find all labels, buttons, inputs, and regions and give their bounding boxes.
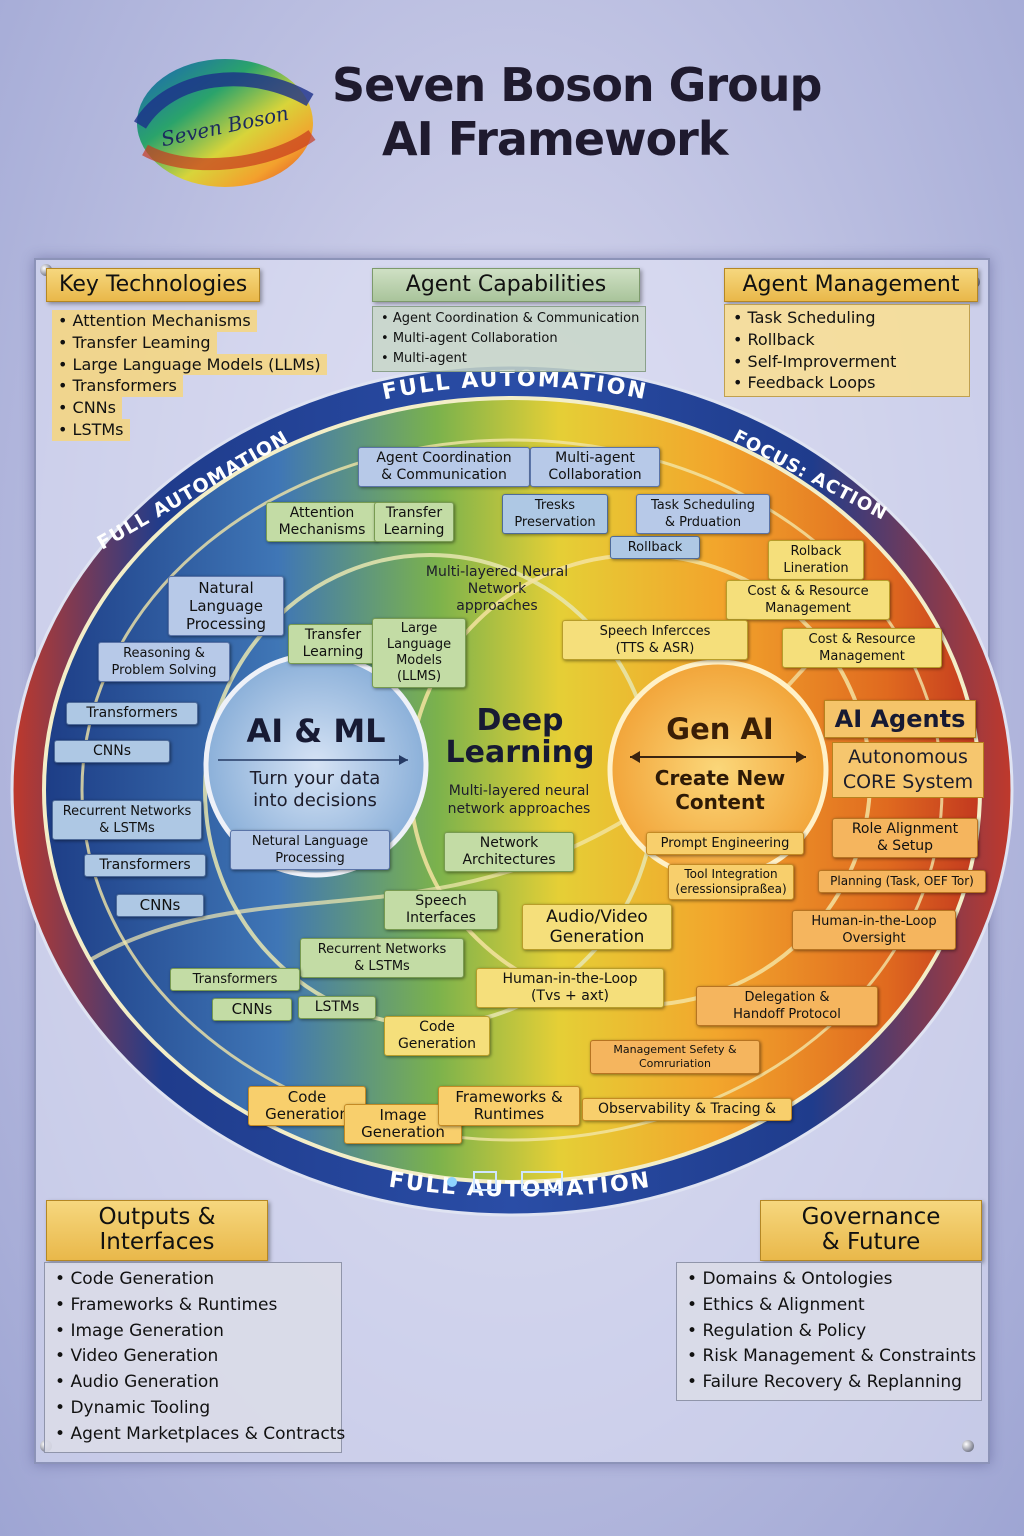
governance-title-line1: Governance [801,1204,941,1230]
box-cost-resource-2: Cost & Resource Management [782,628,942,668]
aiml-title: AI & ML [246,712,386,750]
outputs-interfaces-list: Code Generation Frameworks & Runtimes Im… [44,1262,345,1453]
box-code-generation-2: Code Generation [248,1086,366,1126]
list-item: Agent Coordination & Communication [379,309,640,329]
list-item: LSTMs [52,418,130,441]
box-reasoning: Reasoning & Problem Solving [98,642,230,682]
list-item: Dynamic Tooling [53,1396,333,1422]
list-item: Multi-agent [379,349,639,369]
list-item: Transformers [52,375,183,398]
box-role-alignment: Role Alignment & Setup [832,818,978,858]
panel-outputs-title: Outputs & Interfaces [46,1200,268,1261]
ai-agents-title: AI Agents [824,700,976,738]
box-nlp-left: Natural Language Processing [168,576,284,636]
panel-agent-capabilities-title: Agent Capabilities [372,268,640,303]
list-item: Frameworks & Runtimes [53,1293,333,1319]
box-transfer-learning-inner: Transfer Learning [288,624,378,664]
list-item: Task Scheduling [731,307,963,329]
box-attention-mechanisms: Attention Mechanisms [266,502,378,542]
deep-learning-title-line1: Deep [476,703,564,738]
box-rollback-top: Rollback [610,536,700,559]
panel-key-technologies-title: Key Technologies [46,268,261,303]
list-item: Feedback Loops [731,372,963,394]
bottom-icons [447,1171,563,1191]
box-hitl-oversight: Human-in-the-Loop Oversight [792,910,956,950]
outputs-title-line1: Outputs & [98,1204,216,1230]
box-prompt-engineering: Prompt Engineering [646,832,804,855]
list-item: Failure Recovery & Replanning [685,1370,973,1396]
box-transformers-2: Transformers [84,854,206,877]
ai-agents-subtitle: Autonomous CORE System [832,742,984,798]
box-agent-coordination: Agent Coordination & Communication [358,447,530,487]
list-item: Agent Marketplaces & Contracts [53,1422,345,1448]
seven-boson-logo: Seven Boson [134,59,316,187]
list-item: Code Generation [53,1267,333,1293]
list-item: Domains & Ontologies [685,1267,973,1293]
agent-capabilities-list: Agent Coordination & Communication Multi… [372,306,647,372]
list-item: Rollback [731,329,963,351]
list-item: Image Generation [53,1319,333,1345]
box-observability: Observability & Tracing & [582,1098,792,1121]
box-speech-infercces: Speech Infercces (TTS & ASR) [562,620,748,660]
deep-learning-title-line2: Learning [445,735,595,770]
list-item: Ethics & Alignment [685,1293,973,1319]
box-network-architectures: Network Architectures [444,832,574,872]
box-tresks-preservation: Tresks Preservation [502,494,608,534]
box-llms: Large Language Models (LLMS) [372,618,466,688]
list-item: Risk Management & Constraints [685,1344,976,1370]
box-cnns-2: CNNs [116,894,204,917]
box-management-safety: Management Sefety & Comruriation [590,1040,760,1074]
outputs-title-line2: Interfaces [99,1229,215,1256]
governance-title-line2: & Future [821,1229,921,1256]
agent-management-list: Task Scheduling Rollback Self-Improverme… [724,304,970,398]
box-task-scheduling: Task Scheduling & Prduation [636,494,770,534]
key-technologies-list: Attention Mechanisms Transfer Leaming La… [44,306,335,445]
page-title-line2: AI Framework [382,112,728,166]
box-tool-integration: Tool Integration (eressionsipraßea) [668,864,794,900]
box-code-generation-1: Code Generation [384,1016,490,1056]
list-item: Video Generation [53,1344,333,1370]
list-item: Transfer Leaming [52,331,217,354]
box-recurrent-2: Recurrent Networks & LSTMs [300,938,464,978]
box-transformers-3: Transformers [170,968,300,991]
deep-learning-subtitle: Multi-layered neural network approaches [447,783,591,817]
box-speech-interfaces: Speech Interfaces [384,890,498,930]
list-item: Regulation & Policy [685,1319,973,1345]
box-hitl-center: Human-in-the-Loop (Tvs + axt) [476,968,664,1008]
box-cnns-3: CNNs [212,998,292,1021]
gen-ai-subtitle: Create New Content [654,766,786,814]
box-planning: Planning (Task, OEF Tor) [818,870,986,893]
panel-governance-title: Governance & Future [760,1200,982,1261]
list-item: Audio Generation [53,1370,333,1396]
box-cost-resource-1: Cost & & Resource Management [726,580,890,620]
list-item: Attention Mechanisms [52,310,257,332]
box-frameworks: Frameworks & Runtimes [438,1086,580,1126]
box-nlp-inner: Netural Language Processing [230,830,390,870]
pin-icon [962,1440,974,1452]
list-item: Large Language Models (LLMs) [52,353,327,376]
box-audio-video: Audio/Video Generation [522,904,672,950]
governance-future-list: Domains & Ontologies Ethics & Alignment … [676,1262,982,1401]
gen-ai-title: Gen AI [666,712,774,746]
box-lstms: LSTMs [298,996,376,1019]
panel-agent-management-title: Agent Management [724,268,978,303]
box-transfer-learning-top: Transfer Learning [374,502,454,542]
box-multi-agent-collaboration: Multi-agent Collaboration [530,447,660,487]
list-item: Self-Improverment [731,351,963,373]
list-item: Multi-agent Collaboration [379,329,639,349]
box-recurrent-1: Recurrent Networks & LSTMs [52,800,202,840]
box-rolback-lineration: Rolback Lineration [768,540,864,580]
box-multi-layered: Multi-layered Neural Network approaches [425,564,569,614]
aiml-subtitle: Turn your data into decisions [249,768,381,811]
page-title-line1: Seven Boson Group [332,58,822,112]
box-cnns-1: CNNs [54,740,170,763]
list-item: CNNs [52,397,122,419]
box-transformers-1: Transformers [66,702,198,725]
box-delegation: Delegation & Handoff Protocol [696,986,878,1026]
